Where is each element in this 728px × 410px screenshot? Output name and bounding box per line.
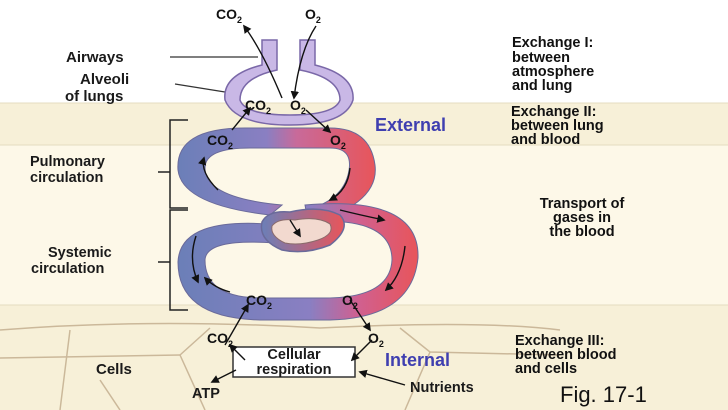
label-cellular-respiration: Cellular <box>267 347 321 363</box>
circulation-brackets <box>158 119 188 311</box>
gas-o2-systemic: O2 <box>342 292 358 311</box>
gas-o2-alveoli: O2 <box>290 97 306 116</box>
label-internal: Internal <box>385 350 450 370</box>
svg-text:Transport of: Transport of <box>540 196 625 212</box>
svg-text:and lung: and lung <box>512 78 572 94</box>
gas-co2-systemic: CO2 <box>246 292 272 311</box>
label-pulmonary: Pulmonary <box>30 154 105 170</box>
gas-o2-cells: O2 <box>368 330 384 349</box>
arrow-atp <box>210 369 237 383</box>
cellular-respiration-box <box>232 346 356 378</box>
exchange2-text: Exchange II: between lung and blood <box>511 104 604 148</box>
svg-text:gases in: gases in <box>553 210 611 226</box>
heart-chamber <box>271 218 332 245</box>
gas-o2-atmosphere: O2 <box>305 6 321 25</box>
gas-co2-alveoli: CO2 <box>245 97 271 116</box>
svg-text:Exchange II:: Exchange II: <box>511 104 596 120</box>
arrow-heart-2 <box>339 209 386 223</box>
label-atp: ATP <box>192 386 220 402</box>
flow-arrows <box>191 24 406 386</box>
arrow-co2-to-alveoli <box>231 106 252 131</box>
label-systemic: Systemic <box>48 245 112 261</box>
arrow-co2-from-cells <box>224 303 249 346</box>
svg-text:Exchange III:: Exchange III: <box>515 333 604 349</box>
arrow-heart-1 <box>289 219 301 238</box>
gas-co2-cells: CO2 <box>207 330 233 349</box>
arrow-pulm-left <box>198 156 219 191</box>
label-pulmonary: circulation <box>30 170 103 186</box>
arrow-o2-in <box>290 25 317 100</box>
svg-text:Exchange I:: Exchange I: <box>512 35 593 51</box>
arrow-nutrients <box>358 369 406 386</box>
svg-text:between: between <box>512 50 570 66</box>
band-exchange1 <box>0 0 728 103</box>
alveoli-sac <box>224 39 354 126</box>
label-external: External <box>375 115 446 135</box>
exchange1-text: Exchange I: between atmosphere and lung <box>512 35 594 94</box>
arrow-o2-to-blood <box>305 109 332 134</box>
label-alveoli: Alveoli <box>80 71 129 88</box>
cell-outlines <box>0 322 561 410</box>
svg-text:and blood: and blood <box>511 132 580 148</box>
pulmonary-loop <box>177 127 376 226</box>
band-exchange2 <box>0 103 728 145</box>
exchange3-text: Exchange III: between blood and cells <box>515 333 617 377</box>
gas-co2-atmosphere: CO2 <box>216 6 242 25</box>
label-alveoli: of lungs <box>65 88 123 105</box>
svg-text:between blood: between blood <box>515 347 617 363</box>
label-cellular-respiration: respiration <box>257 362 332 378</box>
transport-text: Transport of gases in the blood <box>540 196 625 240</box>
label-systemic: circulation <box>31 261 104 277</box>
arrow-o2-to-cells <box>349 299 371 332</box>
svg-text:atmosphere: atmosphere <box>512 64 594 80</box>
label-cells: Cells <box>96 361 132 378</box>
svg-text:and cells: and cells <box>515 361 577 377</box>
arrow-sys-left <box>191 235 200 284</box>
gas-co2-pulmonary: CO2 <box>207 132 233 151</box>
leader-lines <box>170 56 258 93</box>
arrow-o2-to-resp <box>350 339 373 362</box>
arrow-sys-bottom <box>203 276 231 293</box>
arrow-sys-right <box>384 245 406 292</box>
svg-text:the blood: the blood <box>549 224 614 240</box>
arrow-co2-from-resp <box>228 343 246 361</box>
label-airways: Airways <box>66 49 124 66</box>
gas-o2-pulmonary: O2 <box>330 132 346 151</box>
arrow-pulm-right <box>328 167 351 201</box>
figure-label: Fig. 17-1 <box>560 382 647 407</box>
svg-text:between lung: between lung <box>511 118 604 134</box>
arrow-co2-out <box>242 24 283 99</box>
label-nutrients: Nutrients <box>410 380 474 396</box>
